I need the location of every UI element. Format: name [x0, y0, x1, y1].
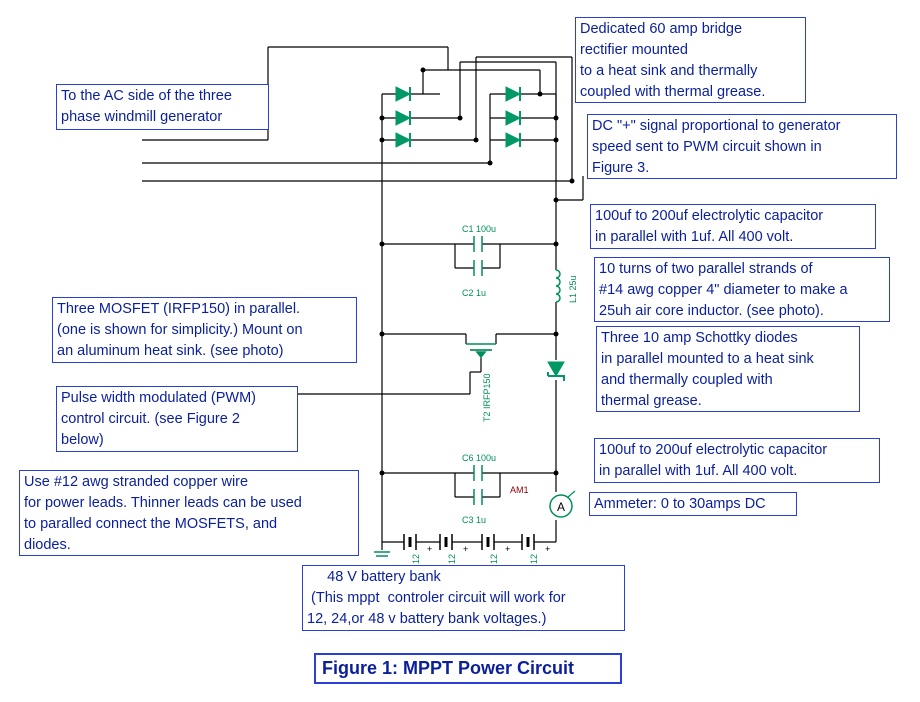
battery-plus-4: +	[545, 544, 550, 554]
battery-plus-3: +	[505, 544, 510, 554]
note-capacitor-bottom: 100uf to 200uf electrolytic capacitor in…	[594, 438, 880, 483]
note-capacitor-top: 100uf to 200uf electrolytic capacitor in…	[590, 204, 876, 249]
label-c2: C2 1u	[462, 288, 486, 298]
battery-label-2: 12	[447, 554, 457, 564]
label-c3: C3 1u	[462, 515, 486, 525]
schottky-diode-symbol	[547, 361, 565, 381]
mosfet-symbol	[466, 343, 496, 359]
note-bridge-rectifier: Dedicated 60 amp bridge rectifier mounte…	[575, 17, 806, 103]
label-l1: L1 25u	[568, 275, 578, 303]
note-mosfet: Three MOSFET (IRFP150) in parallel. (one…	[52, 297, 357, 363]
inductor-symbol	[555, 269, 561, 303]
note-dc-signal: DC "+" signal proportional to generator …	[587, 114, 897, 179]
battery-cells	[403, 534, 535, 550]
note-schottky: Three 10 amp Schottky diodes in parallel…	[596, 326, 860, 412]
note-battery-bank: 48 V battery bank (This mppt controler c…	[302, 565, 625, 631]
note-inductor: 10 turns of two parallel strands of #14 …	[594, 257, 890, 322]
note-ac-side: To the AC side of the three phase windmi…	[56, 84, 269, 130]
battery-plus-2: +	[463, 544, 468, 554]
battery-label-1: 12	[411, 554, 421, 564]
battery-label-4: 12	[529, 554, 539, 564]
battery-label-3: 12	[489, 554, 499, 564]
ammeter-symbol-label: A	[557, 500, 565, 514]
label-c6: C6 100u	[462, 453, 496, 463]
ground-symbol	[374, 551, 390, 557]
label-am1: AM1	[510, 485, 529, 495]
label-c1: C1 100u	[462, 224, 496, 234]
capacitor-symbols	[473, 236, 483, 505]
note-wire-gauge: Use #12 awg stranded copper wire for pow…	[19, 470, 359, 556]
note-ammeter: Ammeter: 0 to 30amps DC	[589, 492, 797, 516]
ammeter-symbol: A	[549, 490, 576, 518]
battery-plus-1: +	[427, 544, 432, 554]
note-pwm: Pulse width modulated (PWM) control circ…	[56, 386, 298, 452]
figure-caption: Figure 1: MPPT Power Circuit	[314, 653, 622, 684]
junction-dots	[379, 67, 575, 476]
label-t2: T2 IRFP150	[482, 373, 492, 422]
